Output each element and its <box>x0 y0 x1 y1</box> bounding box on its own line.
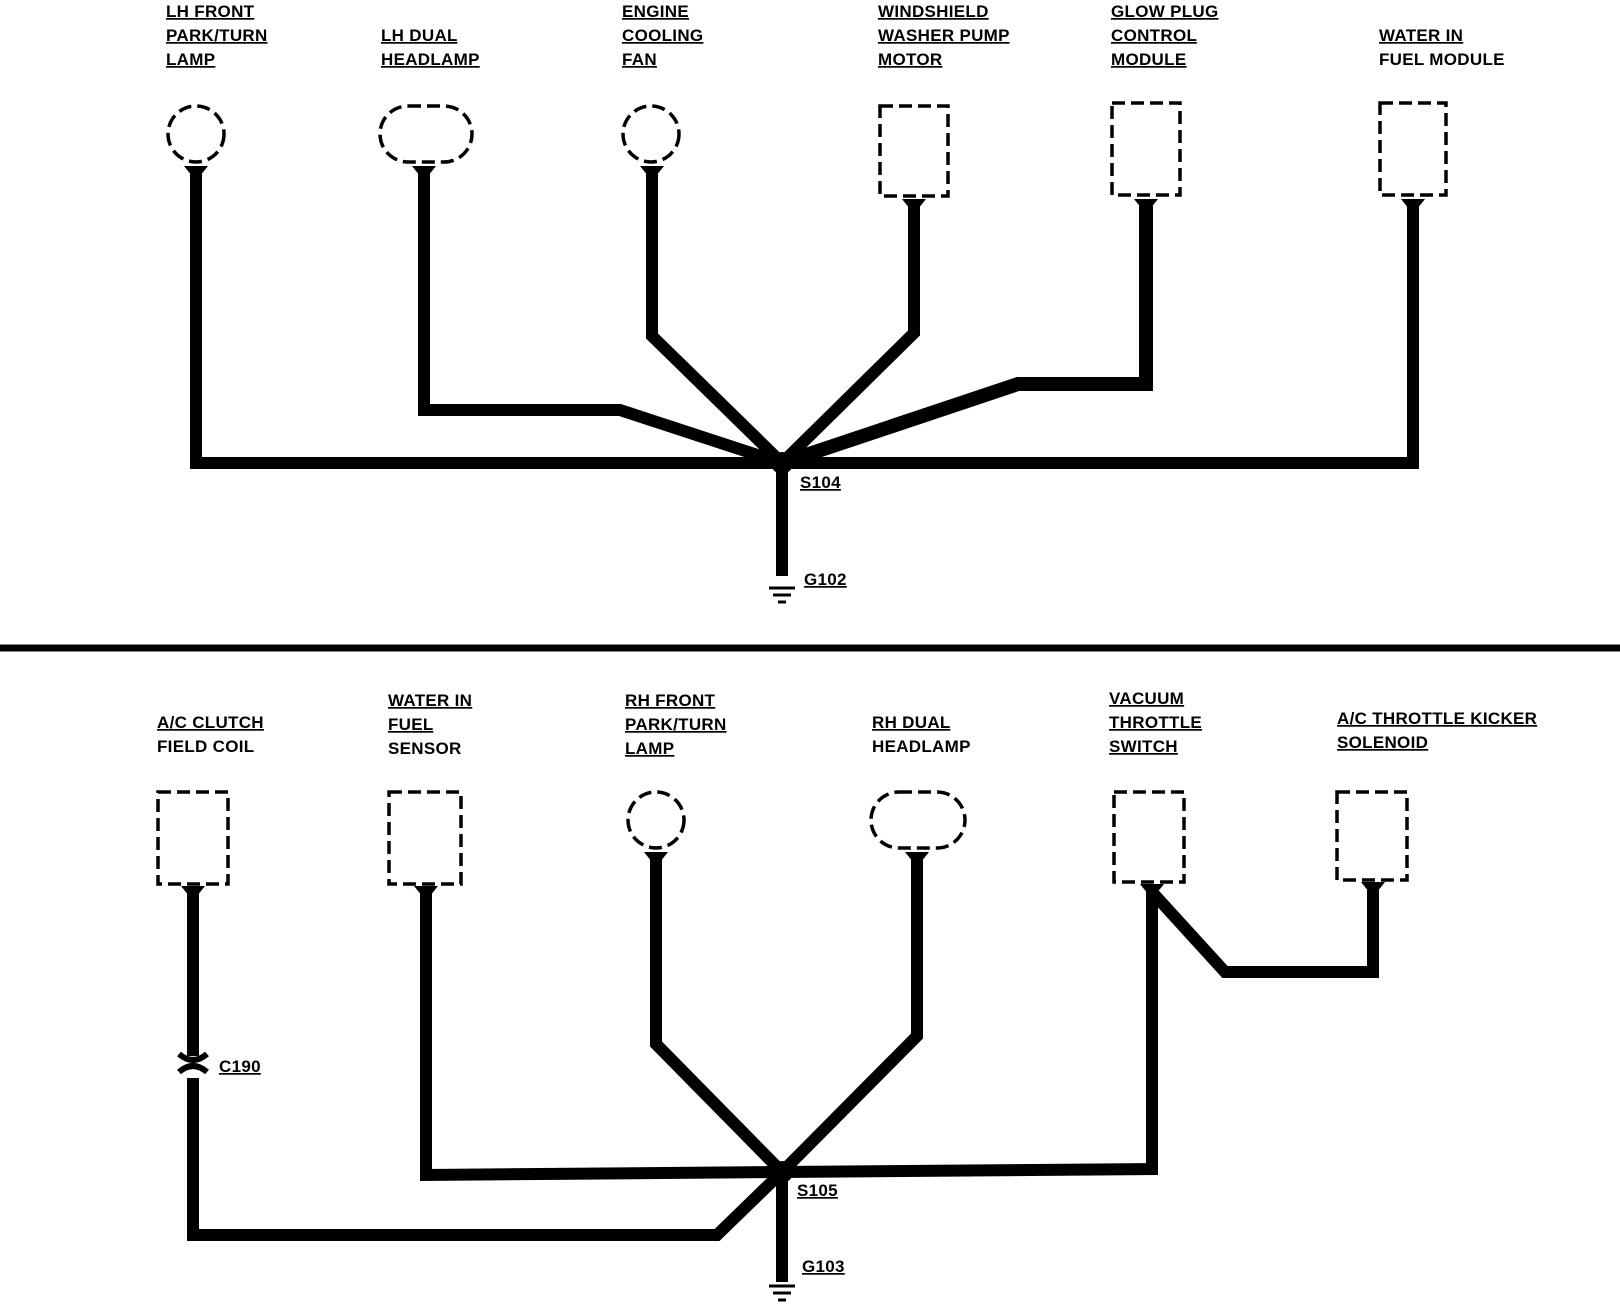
rh-dual-headlamp-symbol <box>869 790 967 850</box>
windshield-washer-pump-motor-symbol <box>878 104 950 198</box>
bottom-wires <box>187 858 1379 1282</box>
component-label-rh-front-park-turn-lamp: RH FRONT PARK/TURN LAMP <box>625 691 732 758</box>
glow-plug-control-module-symbol <box>1110 101 1182 197</box>
component-label-rh-dual-headlamp: RH DUAL HEADLAMP <box>872 713 971 756</box>
connector-label-c190: C190 <box>219 1057 261 1076</box>
lh-front-park-turn-lamp-symbol <box>166 104 226 164</box>
splice-s105 <box>771 1161 793 1183</box>
vacuum-throttle-switch-symbol <box>1112 790 1186 884</box>
component-label-water-in-fuel-sensor: WATER IN FUEL SENSOR <box>388 691 477 758</box>
ground-label-g103: G103 <box>802 1257 845 1276</box>
component-label-lh-front-park-turn-lamp: LH FRONT PARK/TURN LAMP <box>166 2 273 69</box>
component-label-lh-dual-headlamp: LH DUAL HEADLAMP <box>381 26 480 69</box>
component-label-vacuum-throttle-switch: VACUUM THROTTLE SWITCH <box>1109 689 1207 756</box>
ground-symbol-g103 <box>769 1284 795 1302</box>
ac-throttle-kicker-solenoid-symbol <box>1335 790 1409 882</box>
component-label-water-in-fuel-module: WATER IN FUEL MODULE <box>1379 26 1505 69</box>
rh-front-park-turn-lamp-symbol <box>626 790 686 850</box>
water-in-fuel-sensor-symbol <box>387 790 463 886</box>
component-label-glow-plug-control-module: GLOW PLUG CONTROL MODULE <box>1111 2 1224 69</box>
engine-cooling-fan-symbol <box>621 104 681 164</box>
splice-s104 <box>771 452 793 474</box>
component-label-ac-clutch-field-coil: A/C CLUTCH FIELD COIL <box>157 713 269 756</box>
top-wires <box>190 172 1419 576</box>
ac-clutch-field-coil-symbol <box>156 790 230 886</box>
component-label-engine-cooling-fan: ENGINE COOLING FAN <box>622 2 708 69</box>
bottom-terminals <box>181 852 1385 896</box>
connector-c190 <box>177 1051 209 1075</box>
ground-label-g102: G102 <box>804 570 847 589</box>
ground-symbol-g102 <box>769 586 795 604</box>
top-terminals <box>184 166 1425 209</box>
component-label-ac-throttle-kicker-solenoid: A/C THROTTLE KICKER SOLENOID <box>1337 709 1542 752</box>
component-label-windshield-washer-pump-motor: WINDSHIELD WASHER PUMP MOTOR <box>878 2 1014 69</box>
water-in-fuel-module-symbol <box>1378 101 1448 197</box>
lh-dual-headlamp-symbol <box>378 104 474 164</box>
splice-label-s104: S104 <box>800 473 841 492</box>
splice-label-s105: S105 <box>797 1181 838 1200</box>
